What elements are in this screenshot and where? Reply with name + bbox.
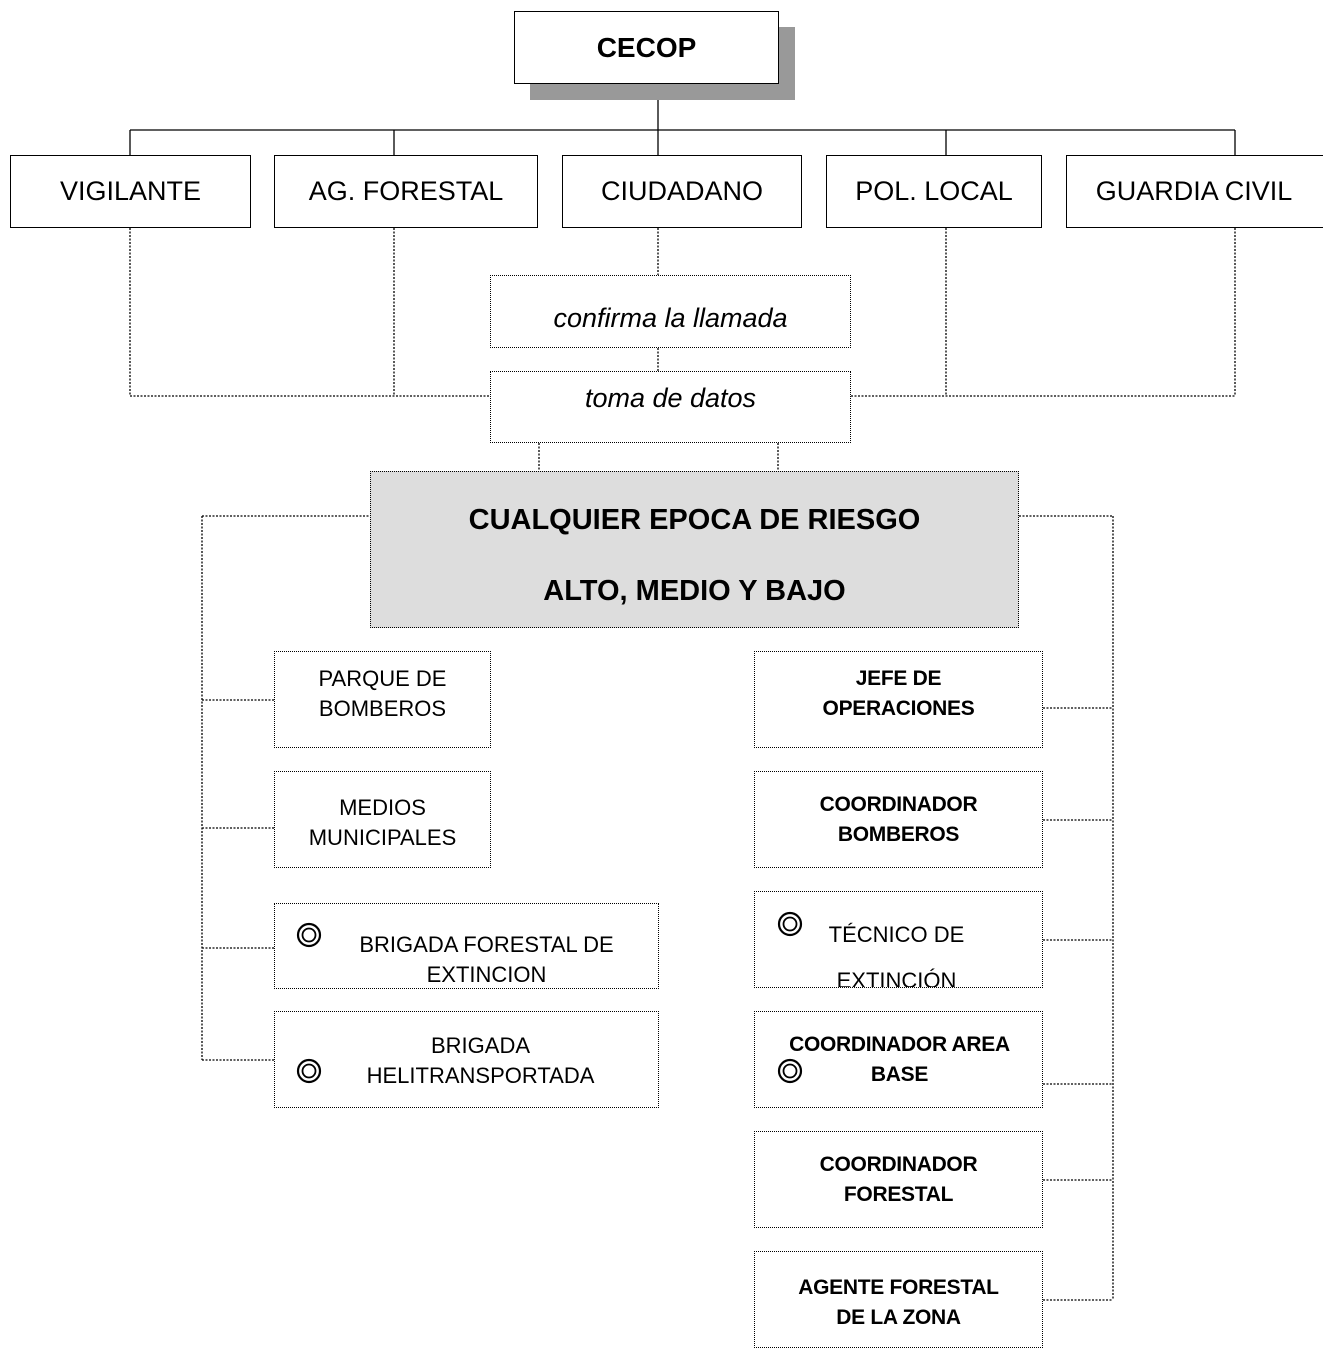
unit-line-2: BOMBEROS (837, 822, 960, 846)
unit-line-1: AGENTE FORESTAL (798, 1275, 999, 1299)
caller-label: AG. FORESTAL (308, 176, 504, 206)
unit-line-2: BASE (870, 1062, 929, 1086)
caller-label: POL. LOCAL (855, 176, 1013, 206)
unit-line-1: PARQUE DE (318, 665, 447, 691)
unit-line-1: MEDIOS (339, 794, 426, 820)
unit-coordinador-forestal: COORDINADOR FORESTAL (754, 1131, 1043, 1228)
unit-line-1: COORDINADOR (819, 1152, 978, 1176)
unit-line-1: COORDINADOR AREA (789, 1032, 1010, 1056)
unit-line-1: BRIGADA (430, 1032, 531, 1058)
risk-period-box: CUALQUIER EPOCA DE RIESGO ALTO, MEDIO Y … (370, 471, 1019, 628)
unit-parque-bomberos: PARQUE DE BOMBEROS (274, 651, 491, 748)
caller-pol-local: POL. LOCAL (826, 155, 1042, 228)
caller-ag-forestal: AG. FORESTAL (274, 155, 538, 228)
unit-line-1: COORDINADOR (819, 792, 978, 816)
step-confirm-call: confirma la llamada (490, 275, 851, 348)
double-circle-icon (296, 1058, 322, 1084)
unit-line-1: TÉCNICO DE (828, 922, 965, 947)
caller-label: GUARDIA CIVIL (1095, 176, 1293, 206)
unit-line-2: OPERACIONES (822, 696, 975, 720)
step-data-collection: toma de datos (490, 371, 851, 443)
caller-label: CIUDADANO (600, 176, 763, 206)
unit-line-2: BOMBEROS (318, 695, 447, 721)
unit-coordinador-bomberos: COORDINADOR BOMBEROS (754, 771, 1043, 868)
unit-line-1: JEFE DE (855, 666, 942, 690)
unit-agente-forestal-zona: AGENTE FORESTAL DE LA ZONA (754, 1251, 1043, 1348)
cecop-box: CECOP (514, 11, 779, 84)
double-circle-icon (777, 1058, 803, 1084)
caller-vigilante: VIGILANTE (10, 155, 251, 228)
unit-coordinador-area-base: COORDINADOR AREA BASE (754, 1011, 1043, 1108)
double-circle-icon (777, 911, 803, 937)
caller-ciudadano: CIUDADANO (562, 155, 802, 228)
unit-tecnico-extincion: TÉCNICO DE EXTINCIÓN (754, 891, 1043, 988)
caller-guardia-civil: GUARDIA CIVIL (1066, 155, 1323, 228)
caller-label: VIGILANTE (59, 176, 202, 206)
double-circle-icon (296, 922, 322, 948)
unit-line-2: MUNICIPALES (308, 824, 457, 850)
unit-line-2: EXTINCIÓN (836, 968, 957, 988)
risk-line-1: CUALQUIER EPOCA DE RIESGO (468, 504, 921, 536)
unit-line-2: HELITRANSPORTADA (366, 1062, 595, 1088)
unit-medios-municipales: MEDIOS MUNICIPALES (274, 771, 491, 868)
step-label: toma de datos (584, 382, 757, 413)
step-label: confirma la llamada (553, 303, 788, 333)
unit-line-2: EXTINCION (426, 962, 547, 987)
unit-line-1: BRIGADA FORESTAL DE (359, 932, 614, 957)
unit-jefe-operaciones: JEFE DE OPERACIONES (754, 651, 1043, 748)
unit-line-2: FORESTAL (843, 1182, 954, 1206)
unit-brigada-forestal: BRIGADA FORESTAL DE EXTINCION (274, 903, 659, 989)
risk-line-2: ALTO, MEDIO Y BAJO (543, 575, 846, 607)
unit-line-2: DE LA ZONA (836, 1305, 961, 1329)
unit-brigada-helitransportada: BRIGADA HELITRANSPORTADA (274, 1011, 659, 1108)
cecop-title: CECOP (596, 31, 697, 63)
